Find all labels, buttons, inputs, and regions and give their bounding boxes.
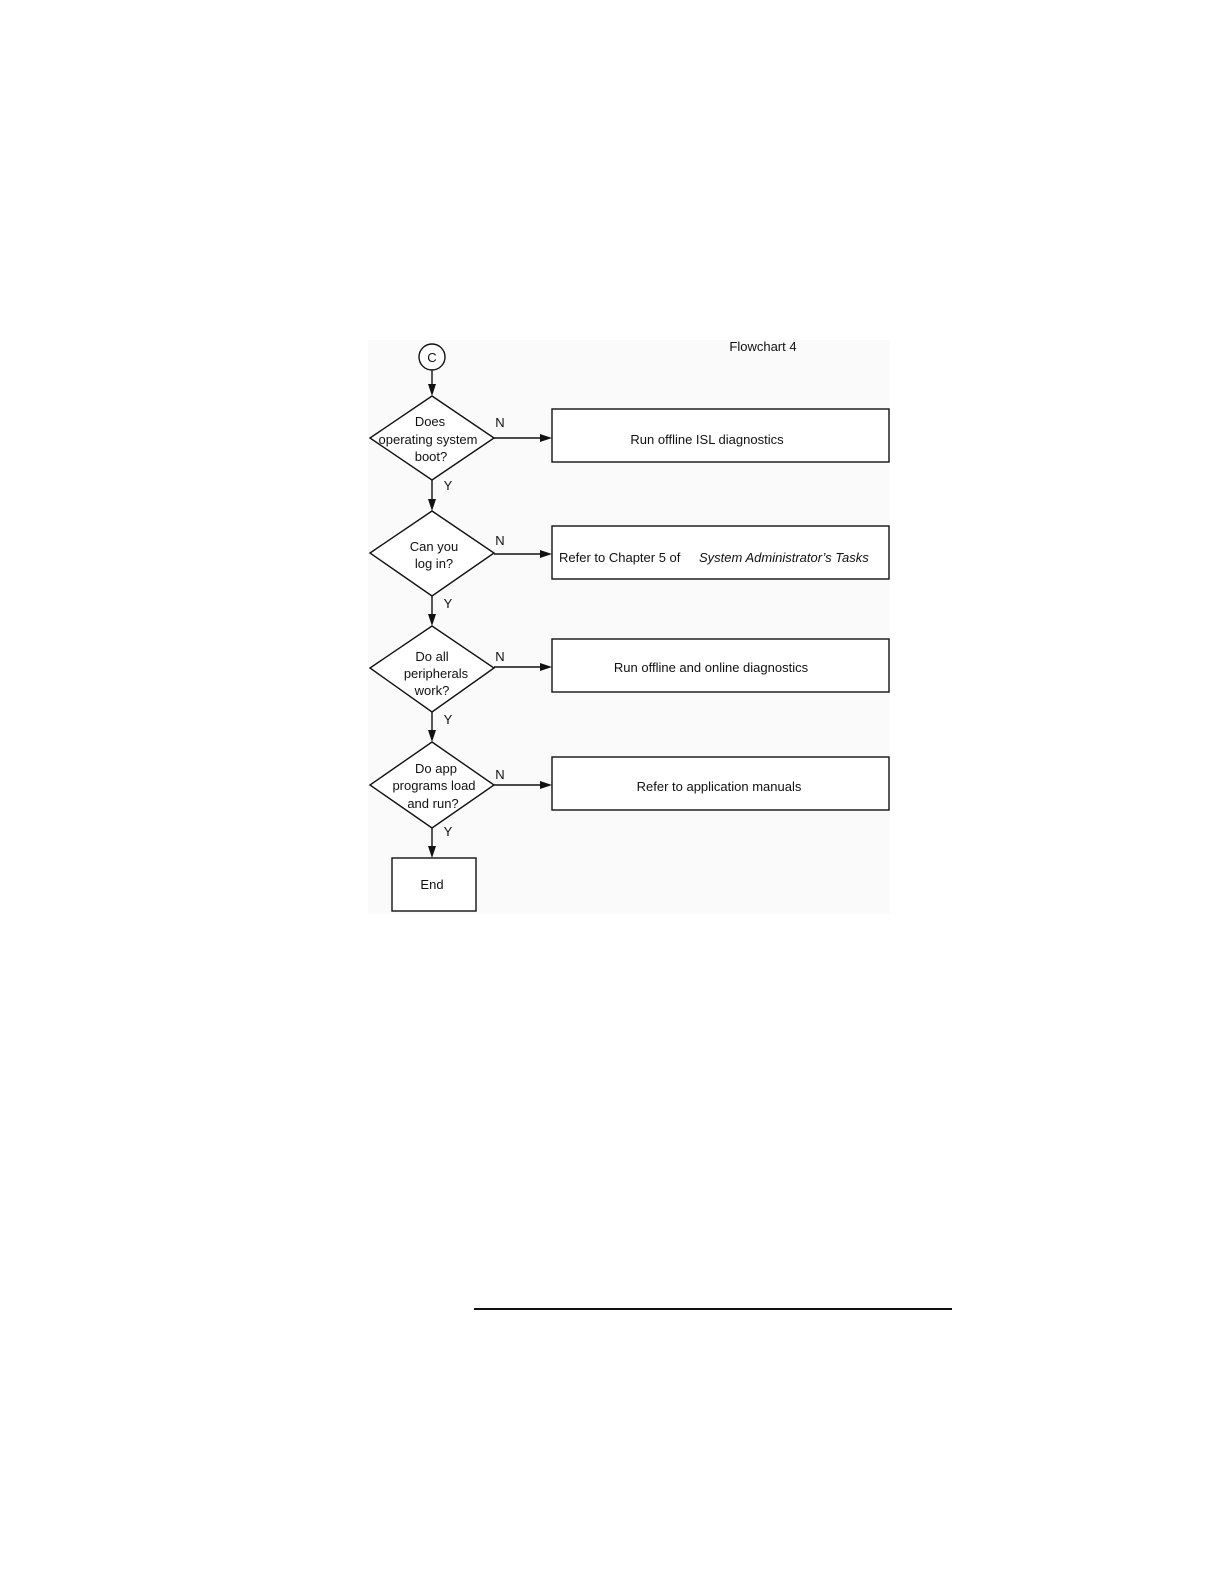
no-label-os-boot: N bbox=[495, 415, 504, 430]
start-connector-label: C bbox=[427, 350, 436, 365]
decision-peripherals-line-2: peripherals bbox=[404, 666, 469, 681]
decision-app-programs-line-2: programs load bbox=[392, 778, 475, 793]
decision-peripherals-line-3: work? bbox=[414, 683, 450, 698]
footer-rule bbox=[474, 1308, 952, 1310]
decision-os-boot-line-3: boot? bbox=[415, 449, 448, 464]
yes-label-os-boot: Y bbox=[444, 478, 453, 493]
decision-log-in-line-1: Can you bbox=[410, 539, 458, 554]
action-text-peripherals: Run offline and online diagnostics bbox=[614, 660, 809, 675]
action-text-log-in-manual-title: System Administrator’s Tasks bbox=[699, 550, 869, 565]
decision-app-programs-line-1: Do app bbox=[415, 761, 457, 776]
decision-log-in-line-2: log in? bbox=[415, 556, 453, 571]
decision-os-boot-line-2: operating system bbox=[379, 432, 478, 447]
decision-os-boot-line-1: Does bbox=[415, 414, 446, 429]
end-terminal-label: End bbox=[420, 877, 443, 892]
no-label-log-in: N bbox=[495, 533, 504, 548]
action-text-app-programs: Refer to application manuals bbox=[637, 779, 802, 794]
no-label-app-programs: N bbox=[495, 767, 504, 782]
decision-peripherals-line-1: Do all bbox=[415, 649, 448, 664]
action-text-log-in: Refer to Chapter 5 of bbox=[559, 550, 681, 565]
yes-label-log-in: Y bbox=[444, 596, 453, 611]
flowchart-title: Flowchart 4 bbox=[729, 339, 796, 354]
action-text-os-boot: Run offline ISL diagnostics bbox=[630, 432, 784, 447]
yes-label-peripherals: Y bbox=[444, 712, 453, 727]
no-label-peripherals: N bbox=[495, 649, 504, 664]
decision-app-programs-line-3: and run? bbox=[407, 796, 458, 811]
yes-label-app-programs: Y bbox=[444, 824, 453, 839]
